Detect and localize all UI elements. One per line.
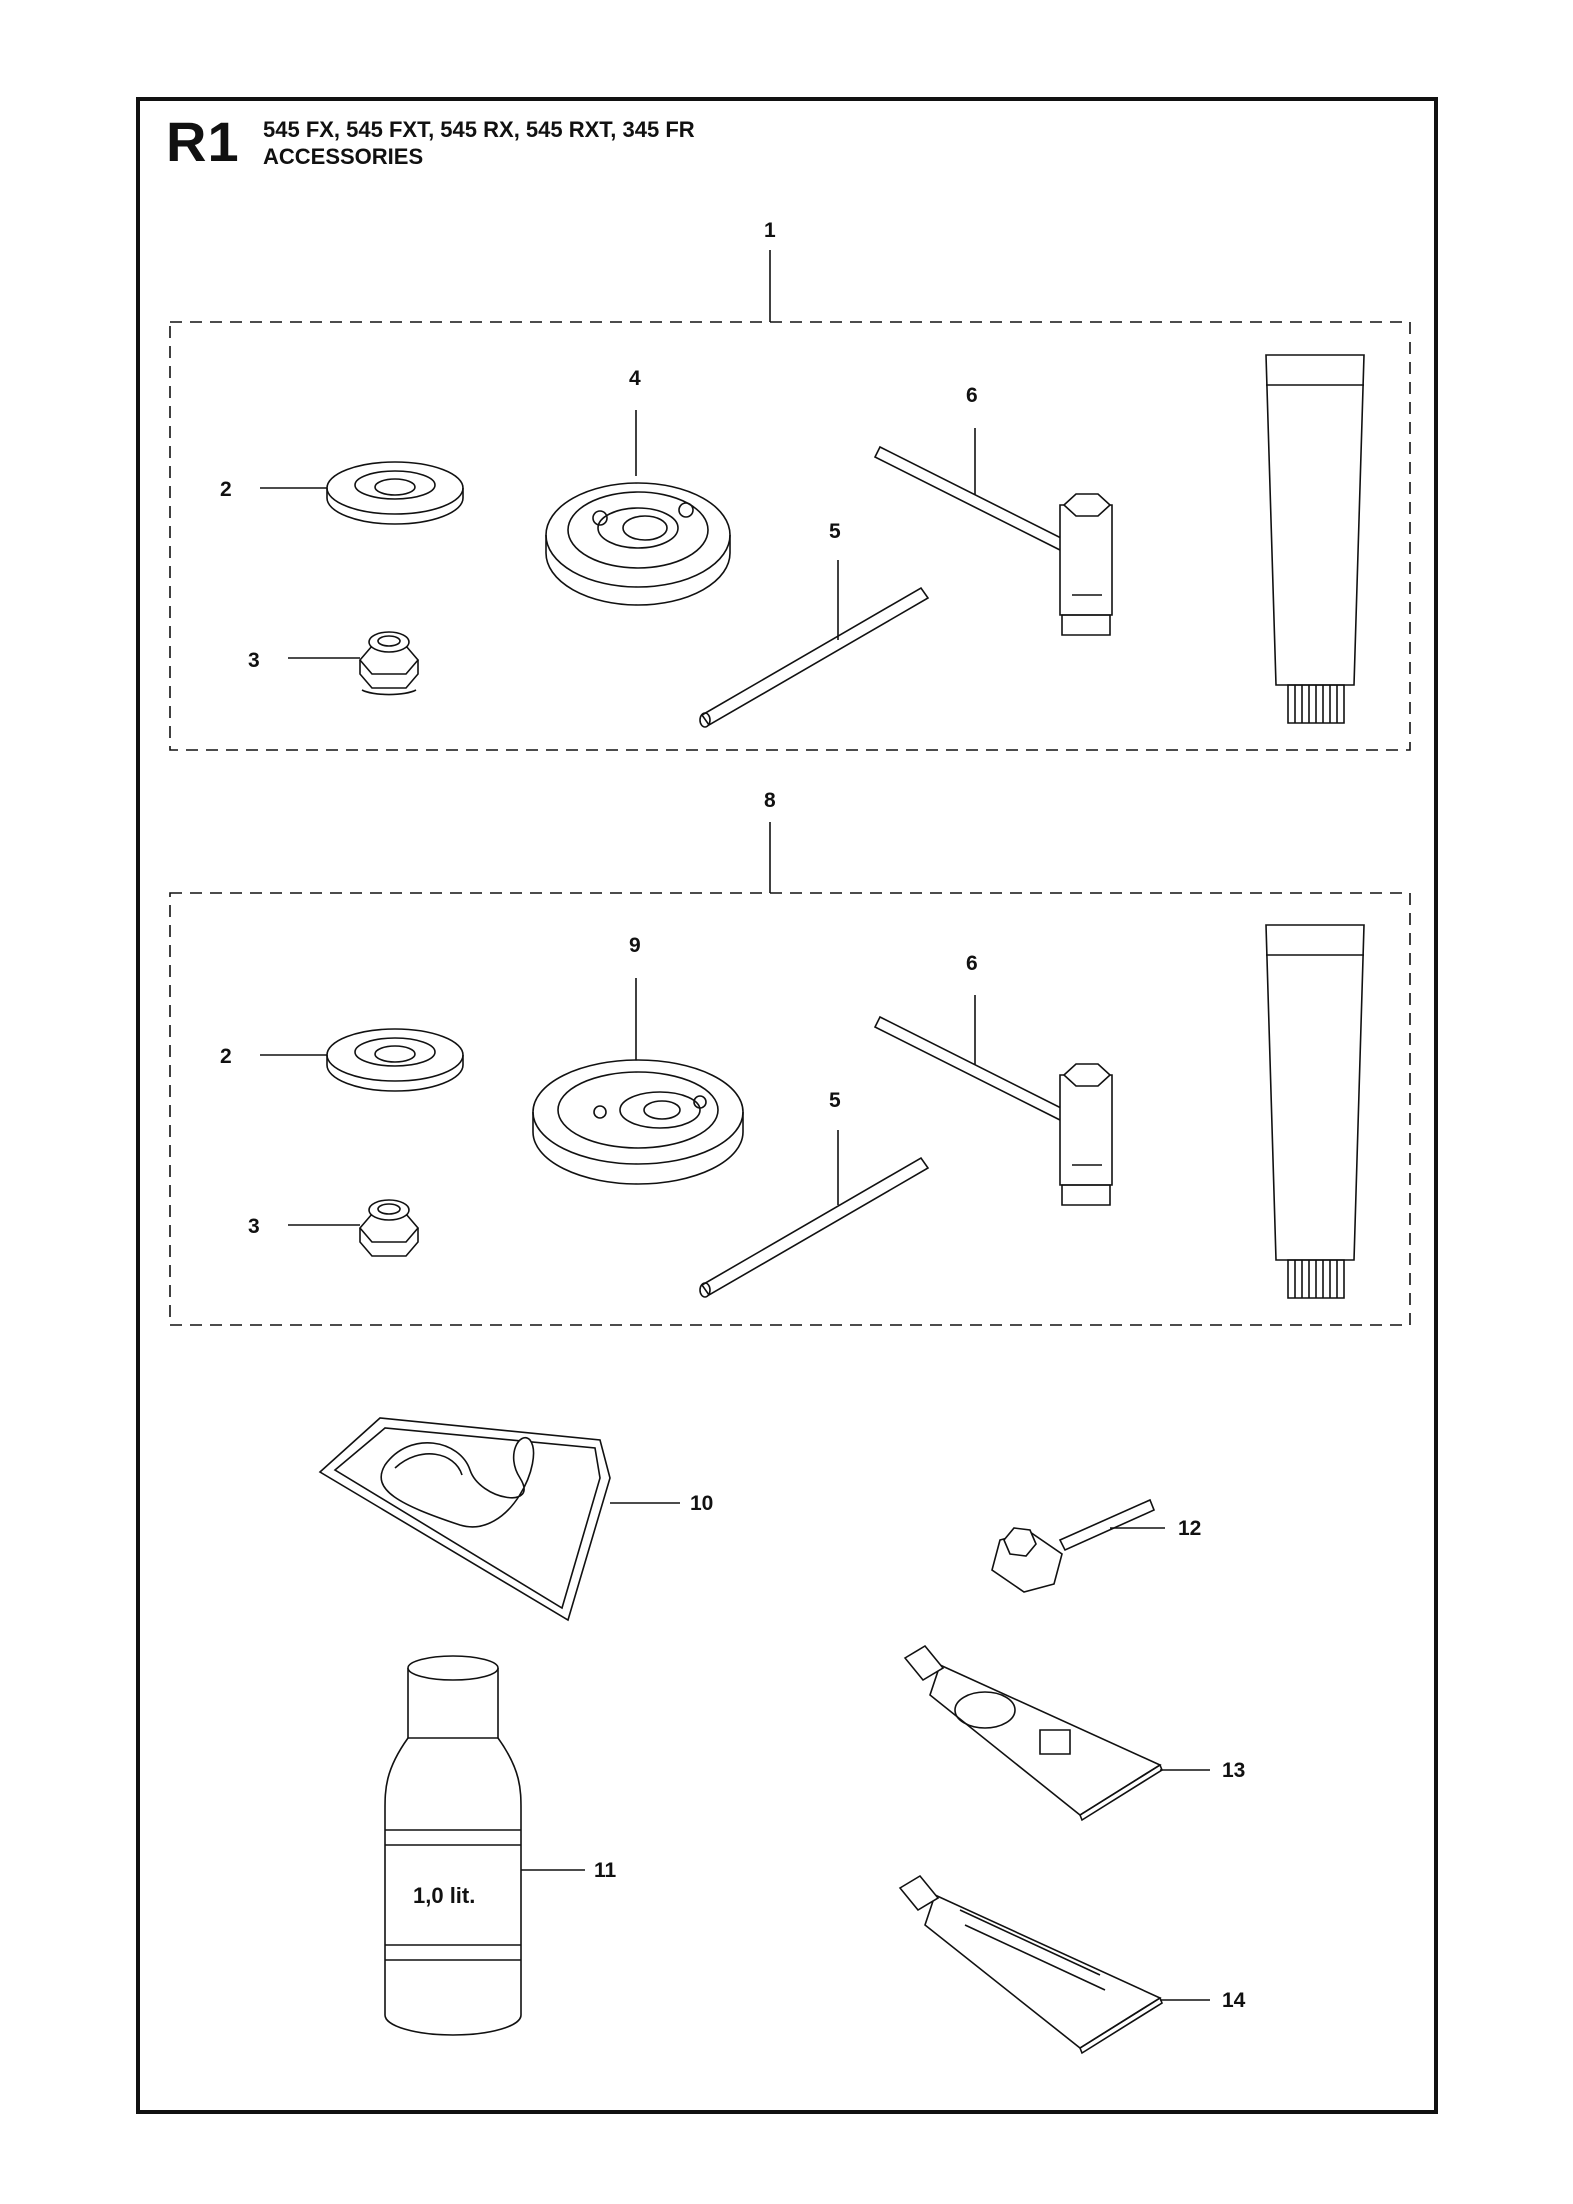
callout-2b: 2 xyxy=(220,1045,232,1068)
bottle-label: 1,0 lit. xyxy=(413,1883,475,1908)
callout-4: 4 xyxy=(629,367,641,390)
flange-9 xyxy=(532,978,744,1185)
flange-4 xyxy=(545,410,731,606)
rod-5b xyxy=(699,1130,930,1298)
callout-3a: 3 xyxy=(248,649,260,672)
spanner-6a xyxy=(873,428,1113,636)
callout-10: 10 xyxy=(690,1492,713,1515)
harness-bag-10 xyxy=(318,1417,680,1622)
callout-2a: 2 xyxy=(220,478,232,501)
section-title: ACCESSORIES xyxy=(263,144,424,169)
callout-9: 9 xyxy=(629,934,641,957)
callout-8: 8 xyxy=(764,789,776,812)
callout-6b: 6 xyxy=(966,952,978,975)
spanner-6b xyxy=(873,995,1113,1206)
model-list: 545 FX, 545 FXT, 545 RX, 545 RXT, 345 FR xyxy=(263,117,695,142)
washer-2b xyxy=(260,1028,464,1092)
callout-14: 14 xyxy=(1222,1989,1246,2012)
page-code: R1 xyxy=(166,110,240,173)
callout-11: 11 xyxy=(594,1859,617,1882)
callout-12: 12 xyxy=(1178,1517,1201,1540)
callout-1: 1 xyxy=(764,219,776,242)
nut-3b xyxy=(288,1199,420,1257)
spanner-12 xyxy=(991,1498,1165,1593)
callout-3b: 3 xyxy=(248,1215,260,1238)
kit-1-box xyxy=(169,321,1411,751)
washer-2a xyxy=(260,461,464,525)
oil-bottle-11 xyxy=(384,1655,585,2036)
nut-3a xyxy=(288,631,420,696)
grease-tube-14 xyxy=(898,1874,1210,2055)
kit-8-box xyxy=(169,892,1411,1326)
page-frame xyxy=(136,97,1438,2114)
callout-5a: 5 xyxy=(829,520,841,543)
callout-13: 13 xyxy=(1222,1759,1245,1782)
callout-5b: 5 xyxy=(829,1089,841,1112)
grease-tube-a xyxy=(1265,354,1365,724)
grease-tube-13 xyxy=(903,1644,1210,1822)
callout-6a: 6 xyxy=(966,384,978,407)
rod-5a xyxy=(699,560,930,728)
grease-tube-b xyxy=(1265,924,1365,1299)
